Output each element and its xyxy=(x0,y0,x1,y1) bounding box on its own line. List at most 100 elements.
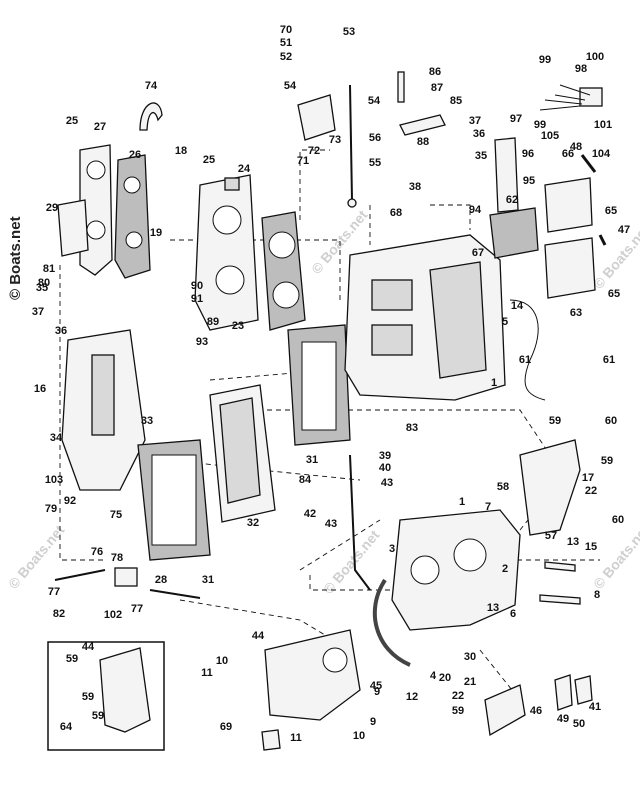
bolt xyxy=(397,71,405,103)
rod-end xyxy=(347,198,357,208)
callout-15: 15 xyxy=(585,541,597,553)
callout-68: 68 xyxy=(390,207,402,219)
head-gasket-bore xyxy=(268,231,296,259)
callout-79: 79 xyxy=(45,503,57,515)
block-port xyxy=(371,279,413,311)
callout-43: 43 xyxy=(325,518,337,530)
callout-37: 37 xyxy=(469,115,481,127)
callout-9: 9 xyxy=(370,716,376,728)
gasket-window xyxy=(151,454,197,546)
callout-44: 44 xyxy=(82,641,95,653)
callout-67: 67 xyxy=(472,247,484,259)
callout-51: 51 xyxy=(280,37,292,49)
leaf-plate-hole xyxy=(86,220,106,240)
callout-46: 46 xyxy=(530,705,542,717)
clip-part xyxy=(554,674,573,711)
combustion-chamber xyxy=(215,265,245,295)
electrical-bracket xyxy=(494,137,519,213)
clip-part xyxy=(574,675,593,705)
callout-25: 25 xyxy=(66,115,78,127)
callout-19: 19 xyxy=(150,227,162,239)
callout-13: 13 xyxy=(487,602,499,614)
inset-box xyxy=(47,641,165,751)
callout-22: 22 xyxy=(585,485,597,497)
callout-61: 61 xyxy=(603,354,615,366)
crankcase-lower xyxy=(391,509,521,631)
callout-5: 5 xyxy=(502,316,508,328)
callout-32: 32 xyxy=(247,517,259,529)
exhaust-cover-dome xyxy=(219,397,261,504)
callout-54: 54 xyxy=(284,80,297,92)
intake-gasket xyxy=(114,154,151,279)
callout-10: 10 xyxy=(216,655,228,667)
rod xyxy=(149,589,201,599)
head-gasket-bore xyxy=(272,281,300,309)
long-bolt xyxy=(544,561,576,572)
callout-29: 29 xyxy=(46,202,58,214)
callout-86: 86 xyxy=(429,66,441,78)
watermark-left: © Boats.net xyxy=(7,216,24,300)
hose xyxy=(372,578,411,667)
callout-85: 85 xyxy=(450,95,462,107)
lower-trim-plate xyxy=(484,684,526,737)
part-78-block xyxy=(114,567,138,587)
callout-47: 47 xyxy=(618,224,630,236)
callout-72: 72 xyxy=(308,145,320,157)
callout-77: 77 xyxy=(48,586,60,598)
lifting-hook xyxy=(139,102,163,131)
callout-30: 30 xyxy=(464,651,476,663)
callout-40: 40 xyxy=(379,462,391,474)
callout-90: 90 xyxy=(191,280,203,292)
callout-8: 8 xyxy=(594,589,600,601)
wire-harness xyxy=(539,84,591,111)
callout-42: 42 xyxy=(304,508,316,520)
callout-83: 83 xyxy=(406,422,418,434)
callout-84: 84 xyxy=(299,474,312,486)
callout-102: 102 xyxy=(104,609,122,621)
callout-75: 75 xyxy=(110,509,122,521)
watermark-faint-4: © Boats.net xyxy=(320,527,383,597)
callout-6: 6 xyxy=(510,608,516,620)
callout-65: 65 xyxy=(605,205,617,217)
callout-66: 66 xyxy=(562,148,574,160)
callout-76: 76 xyxy=(91,546,103,558)
callout-9: 9 xyxy=(374,686,380,698)
callout-3: 3 xyxy=(389,543,395,555)
callout-63: 63 xyxy=(570,307,582,319)
callout-59: 59 xyxy=(82,691,94,703)
crankcase-bore xyxy=(410,555,440,585)
callout-49: 49 xyxy=(557,713,569,725)
cylinder-head xyxy=(194,174,259,331)
cover-plate-lower xyxy=(544,237,596,299)
clip xyxy=(261,729,281,751)
callout-105: 105 xyxy=(541,130,559,142)
gasket-hole xyxy=(123,176,141,194)
crankcase-bore xyxy=(453,538,487,572)
callout-59: 59 xyxy=(601,455,613,467)
watermark-faint-3: © Boats.net xyxy=(5,522,68,592)
callout-65: 65 xyxy=(608,288,620,300)
throttle-rod xyxy=(349,84,353,201)
callout-2: 2 xyxy=(502,563,508,575)
rod xyxy=(54,569,106,581)
leaf-plate-hole xyxy=(86,160,106,180)
terminal-block xyxy=(579,87,603,107)
callout-24: 24 xyxy=(238,163,251,175)
callout-98: 98 xyxy=(575,63,587,75)
callout-60: 60 xyxy=(605,415,617,427)
callout-59: 59 xyxy=(549,415,561,427)
callout-103: 103 xyxy=(45,474,63,486)
callout-53: 53 xyxy=(343,26,355,38)
callout-11: 11 xyxy=(201,667,213,679)
callout-34: 34 xyxy=(50,432,63,444)
callout-59: 59 xyxy=(92,710,104,722)
long-bolt xyxy=(539,594,581,605)
callout-62: 62 xyxy=(506,194,518,206)
reed-block xyxy=(57,199,89,257)
callout-38: 38 xyxy=(409,181,421,193)
mounting-bracket-right xyxy=(519,439,581,536)
callout-100: 100 xyxy=(586,51,604,63)
